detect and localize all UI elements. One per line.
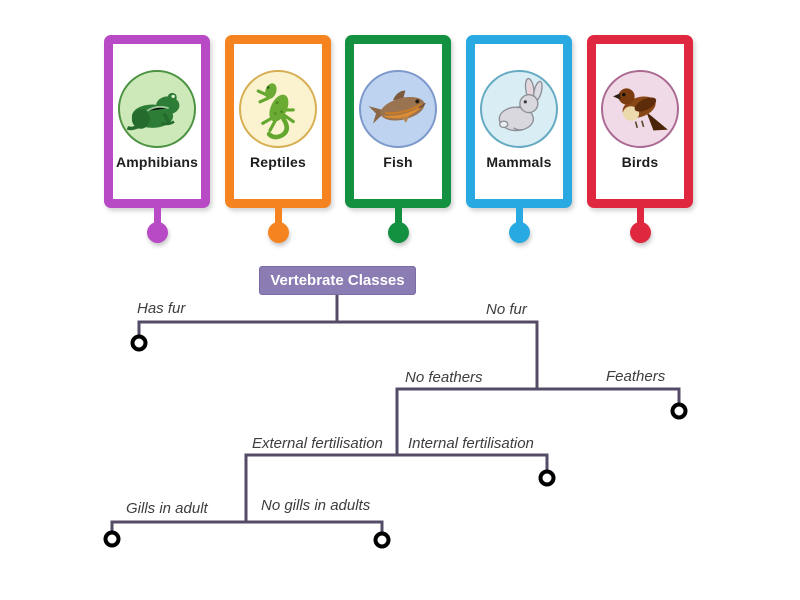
card-birds[interactable]: Birds <box>587 35 693 250</box>
answer-slot-feathers[interactable] <box>670 402 688 420</box>
card-amphibians[interactable]: Amphibians <box>104 35 210 250</box>
card-connector-stem <box>515 205 523 225</box>
card-fish[interactable]: Fish <box>345 35 451 250</box>
card-frame: Mammals <box>466 35 572 208</box>
branch-label-no-fur: No fur <box>486 301 527 318</box>
card-connector-stem <box>274 205 282 225</box>
bird-icon <box>613 88 668 131</box>
level4-branch-line <box>110 520 384 532</box>
card-connector-stem <box>636 205 644 225</box>
answer-slot-has-fur[interactable] <box>130 334 148 352</box>
level2-branch-line <box>395 387 681 455</box>
branch-label-internal-fertilisation: Internal fertilisation <box>408 435 534 452</box>
rabbit-icon <box>498 77 543 132</box>
card-connector-dot <box>508 222 530 243</box>
frog-icon <box>126 92 180 131</box>
branch-label-no-feathers: No feathers <box>405 369 483 386</box>
card-connector-dot <box>267 222 289 243</box>
answer-slot-internal-fertilisation[interactable] <box>538 469 556 487</box>
fish-icon <box>368 90 426 124</box>
lizard-icon <box>256 83 295 140</box>
card-connector-dot <box>629 222 651 243</box>
card-frame: Reptiles <box>225 35 331 208</box>
animal-image-wrap <box>480 70 558 148</box>
branch-label-has-fur: Has fur <box>137 300 186 317</box>
tree-root-title: Vertebrate Classes <box>259 266 416 295</box>
card-connector-dot <box>387 222 409 243</box>
card-label: Amphibians <box>115 154 199 170</box>
branch-label-gills-in-adult: Gills in adult <box>126 500 208 517</box>
card-reptiles[interactable]: Reptiles <box>225 35 331 250</box>
card-connector-stem <box>394 205 402 225</box>
card-label: Birds <box>621 154 659 170</box>
animal-image-wrap <box>359 70 437 148</box>
card-label: Mammals <box>486 154 552 170</box>
card-connector-dot <box>146 222 168 243</box>
card-frame: Fish <box>345 35 451 208</box>
answer-slot-no-gills-in-adults[interactable] <box>373 531 391 549</box>
animal-image-wrap <box>601 70 679 148</box>
animal-image-wrap <box>239 70 317 148</box>
card-frame: Birds <box>587 35 693 208</box>
branch-label-external-fertilisation: External fertilisation <box>252 435 383 452</box>
branch-label-feathers: Feathers <box>606 368 666 385</box>
level1-branch-line <box>137 320 539 389</box>
card-frame: Amphibians <box>104 35 210 208</box>
answer-slot-gills-in-adult[interactable] <box>103 530 121 548</box>
card-mammals[interactable]: Mammals <box>466 35 572 250</box>
branch-label-no-gills-in-adults: No gills in adults <box>261 497 371 514</box>
level3-branch-line <box>244 453 549 522</box>
card-connector-stem <box>153 205 161 225</box>
animal-image-wrap <box>118 70 196 148</box>
card-label: Reptiles <box>249 154 307 170</box>
card-label: Fish <box>383 154 413 170</box>
